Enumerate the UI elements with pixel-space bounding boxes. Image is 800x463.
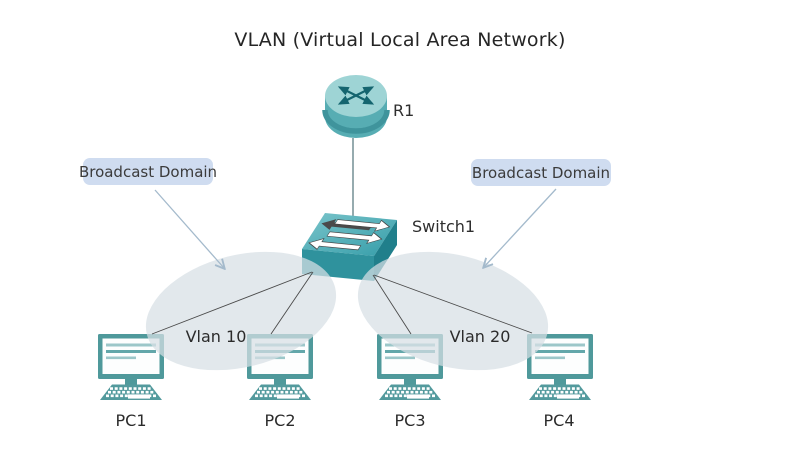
vlan10-label: Vlan 10: [185, 327, 247, 346]
link-switch-pc2: [270, 271, 314, 335]
link-switch-pc1: [151, 271, 313, 335]
broadcast-domain-right-ellipse: [357, 251, 549, 371]
pc3-label: PC3: [394, 411, 426, 430]
pc1-label: PC1: [115, 411, 147, 430]
broadcast-domain-left-callout: Broadcast Domain: [79, 158, 217, 185]
pc2-label: PC2: [264, 411, 296, 430]
broadcast-domain-left-label: Broadcast Domain: [78, 162, 218, 181]
broadcast-domain-right-label: Broadcast Domain: [471, 163, 611, 182]
switch-label: Switch1: [412, 217, 476, 236]
pc4-label: PC4: [543, 411, 575, 430]
diagram-title: VLAN (Virtual Local Area Network): [234, 29, 566, 51]
link-switch-pc4: [373, 274, 533, 334]
link-switch-pc3: [372, 274, 412, 335]
broadcast-domain-right-arrow: [484, 188, 557, 267]
broadcast-domain-left-arrow: [154, 189, 224, 268]
vlan20-label: Vlan 20: [449, 327, 511, 346]
router-icon: [322, 75, 390, 138]
router-label: R1: [393, 101, 415, 120]
broadcast-domain-right-callout: Broadcast Domain: [471, 159, 611, 186]
